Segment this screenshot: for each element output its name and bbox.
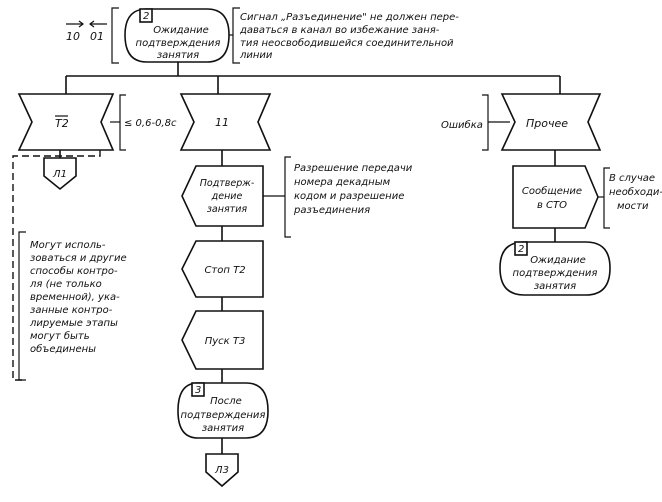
comment-disconnect-signal: Сигнал „Разъединение" не должен пере- да… <box>229 7 459 64</box>
task3-label: Пуск Т3 <box>205 336 246 347</box>
state-after-line-3: занятия <box>202 423 244 434</box>
input-other-label: Прочее <box>526 117 568 130</box>
state-after-line-1: После <box>210 396 242 407</box>
input-signal-other: Прочее <box>500 93 602 151</box>
comment-top-line-4: линии <box>239 50 273 61</box>
note-line-6: занные контро- <box>30 305 113 316</box>
timer-condition-label: ≤ 0,6-0,8с <box>124 118 177 129</box>
comment-top-line-3: тия неосвободившейся соединительной <box>240 37 454 49</box>
note-line-7: лируемые этапы <box>29 318 118 329</box>
task1-comment-line-4: разъединения <box>293 205 370 216</box>
header-signals: 10 01 <box>66 7 119 64</box>
state-after-number: 3 <box>195 385 201 396</box>
connector-l3: Л3 <box>205 453 239 488</box>
flow-lines <box>65 62 561 94</box>
state-waiting-confirmation-top: 2 Ожидание подтверждения занятия <box>124 8 230 63</box>
input-signal-t2: T2 <box>17 93 115 151</box>
input-t2-label: T2 <box>55 117 69 130</box>
state-top-line-2: подтверждения <box>136 38 221 49</box>
note-line-2: зоваться и другие <box>30 253 127 264</box>
comment-top-line-1: Сигнал „Разъединение" не должен пере- <box>240 12 459 23</box>
signal-01-label: 01 <box>90 30 104 43</box>
state-after-confirmation: 3 После подтверждения занятия <box>177 382 269 439</box>
state-number-top: 2 <box>143 11 149 22</box>
output-line-1: Сообщение <box>522 185 582 197</box>
task2-label: Стоп Т2 <box>204 265 245 276</box>
task1-comment-line-1: Разрешение передачи <box>294 163 413 174</box>
state-waiting-confirmation-right: 2 Ожидание подтверждения занятия <box>499 241 611 296</box>
state-right-number: 2 <box>518 244 524 255</box>
note-line-9: объединены <box>30 343 96 355</box>
output-comment-line-3: мости <box>617 201 649 212</box>
task1-comment-line-2: номера декадным <box>294 177 391 188</box>
signal-10-label: 10 <box>66 30 80 43</box>
connector-l1-label: Л1 <box>52 169 67 180</box>
task1-line-3: занятия <box>207 204 248 215</box>
note-line-8: могут быть <box>30 330 90 342</box>
comment-timer-condition: ≤ 0,6-0,8с <box>110 94 177 151</box>
task1-comment-line-3: кодом и разрешение <box>294 191 404 202</box>
state-right-line-2: подтверждения <box>513 268 598 279</box>
note-line-1: Могут исполь- <box>30 240 106 251</box>
task-start-t3: Пуск Т3 <box>181 310 264 370</box>
state-right-line-3: занятия <box>534 281 576 292</box>
output-comment-line-1: В случае <box>609 173 655 184</box>
task1-line-1: Подтверж- <box>200 178 255 189</box>
note-line-4: ля (не только <box>29 279 102 290</box>
output-message-sto: Сообщение в СТО <box>512 165 599 229</box>
comment-permit-transfer: Разрешение передачи номера декадным кодо… <box>263 156 413 238</box>
output-line-2: в СТО <box>537 200 567 211</box>
comment-control-methods: Могут исполь- зоваться и другие способы … <box>12 150 127 381</box>
comment-error: Ошибка <box>441 94 510 151</box>
state-after-line-2: подтверждения <box>181 410 266 421</box>
task-stop-t2: Стоп Т2 <box>181 240 264 298</box>
error-label: Ошибка <box>441 119 483 131</box>
note-line-3: способы контро- <box>30 265 118 277</box>
state-right-line-1: Ожидание <box>530 255 586 266</box>
input-11-label: 11 <box>215 116 229 129</box>
input-signal-11: 11 <box>179 93 272 151</box>
state-top-line-1: Ожидание <box>153 25 209 36</box>
comment-if-necessary: В случае необходи- мости <box>598 167 662 229</box>
connector-l3-label: Л3 <box>214 465 229 476</box>
output-comment-line-2: необходи- <box>609 186 662 198</box>
comment-top-line-2: даваться в канал во избежание заня- <box>239 24 440 36</box>
task1-line-2: дение <box>211 191 243 202</box>
note-line-5: временной), ука- <box>30 292 120 303</box>
task-confirm-seizure: Подтверж- дение занятия <box>181 165 264 227</box>
state-top-line-3: занятия <box>157 50 199 61</box>
